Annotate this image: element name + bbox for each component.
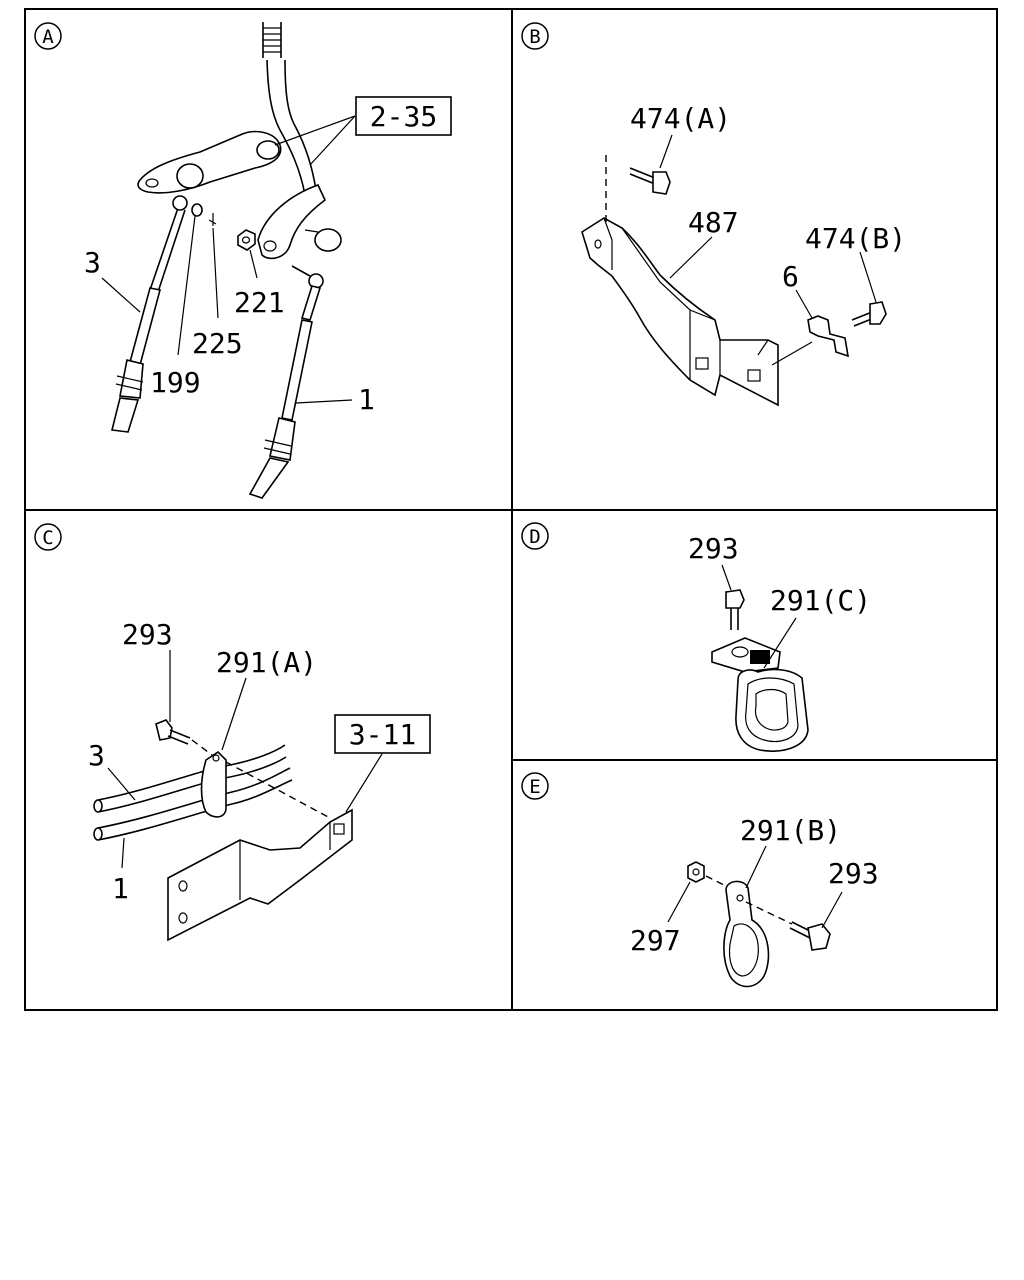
callout-293-e: 293: [828, 857, 879, 890]
bolt-293-c-drawing: [155, 719, 213, 756]
callout-474b: 474(B): [805, 222, 906, 255]
callout-487: 487: [688, 206, 739, 239]
callout-225: 225: [192, 327, 243, 360]
callout-293-d: 293: [688, 532, 739, 565]
bolt-293-d-drawing: [725, 589, 745, 630]
clamp-291c-drawing: [711, 637, 809, 752]
ref-box-2-35-label: 2-35: [370, 100, 437, 133]
svg-text:D: D: [529, 526, 540, 548]
panel-c-marker: C: [34, 523, 62, 551]
callout-291b: 291(B): [740, 814, 841, 847]
callout-291a: 291(A): [216, 646, 317, 679]
svg-text:B: B: [529, 26, 540, 48]
panel-b-marker: B: [521, 22, 549, 50]
callout-1-c: 1: [112, 872, 129, 905]
bracket-487-drawing: [581, 155, 779, 407]
panel-a-callouts: 2-35 3 199 225 221 1: [84, 96, 452, 416]
svg-text:C: C: [42, 527, 53, 549]
callout-3-c: 3: [88, 739, 105, 772]
ref-box-3-11: [334, 714, 431, 754]
svg-text:E: E: [529, 776, 540, 798]
panel-e: E 291(B) 293 297: [521, 772, 879, 988]
callout-1: 1: [358, 383, 375, 416]
cable-1-drawing: [248, 285, 322, 499]
ref-box-2-35: [355, 96, 452, 136]
clamp-291a-drawing: [200, 750, 227, 818]
bolt-474b-drawing: [851, 301, 887, 327]
callout-293-c: 293: [122, 618, 173, 651]
panel-b-callouts: 474(A) 487 474(B) 6: [630, 102, 906, 366]
panel-d-callouts: 293 291(C): [688, 532, 871, 669]
panel-c-callouts: 293 291(A) 3-11 3 1: [88, 618, 431, 905]
callout-291c: 291(C): [770, 584, 871, 617]
small-parts-a: [191, 203, 324, 289]
panel-d-marker: D: [521, 522, 549, 550]
callout-221: 221: [234, 286, 285, 319]
cables-c-drawing: [93, 744, 293, 841]
bolt-293-e-drawing: [789, 921, 831, 951]
bolt-474a-drawing: [629, 167, 671, 195]
callout-199: 199: [150, 366, 201, 399]
callout-3: 3: [84, 246, 101, 279]
panel-e-callouts: 291(B) 293 297: [630, 814, 879, 957]
diagram-frame: [24, 8, 998, 1011]
panel-c: C 293: [34, 523, 431, 942]
clamp-291b-drawing: [723, 880, 793, 988]
ref-box-3-11-label: 3-11: [349, 718, 416, 751]
bracket-c-drawing: [167, 761, 353, 942]
panel-a: A: [34, 22, 452, 499]
shift-lever-drawing: [137, 22, 342, 260]
nut-297-drawing: [687, 861, 731, 889]
callout-6: 6: [782, 260, 799, 293]
cable-3-drawing: [111, 195, 188, 433]
panel-e-marker: E: [521, 772, 549, 800]
panel-a-marker: A: [34, 22, 62, 50]
callout-474a: 474(A): [630, 102, 731, 135]
panel-d: D 293 291(C): [521, 522, 871, 752]
panel-b: B 474(A) 487 474(B): [521, 22, 906, 407]
clip-6-drawing: [807, 315, 850, 358]
callout-297: 297: [630, 924, 681, 957]
svg-text:A: A: [42, 26, 54, 48]
